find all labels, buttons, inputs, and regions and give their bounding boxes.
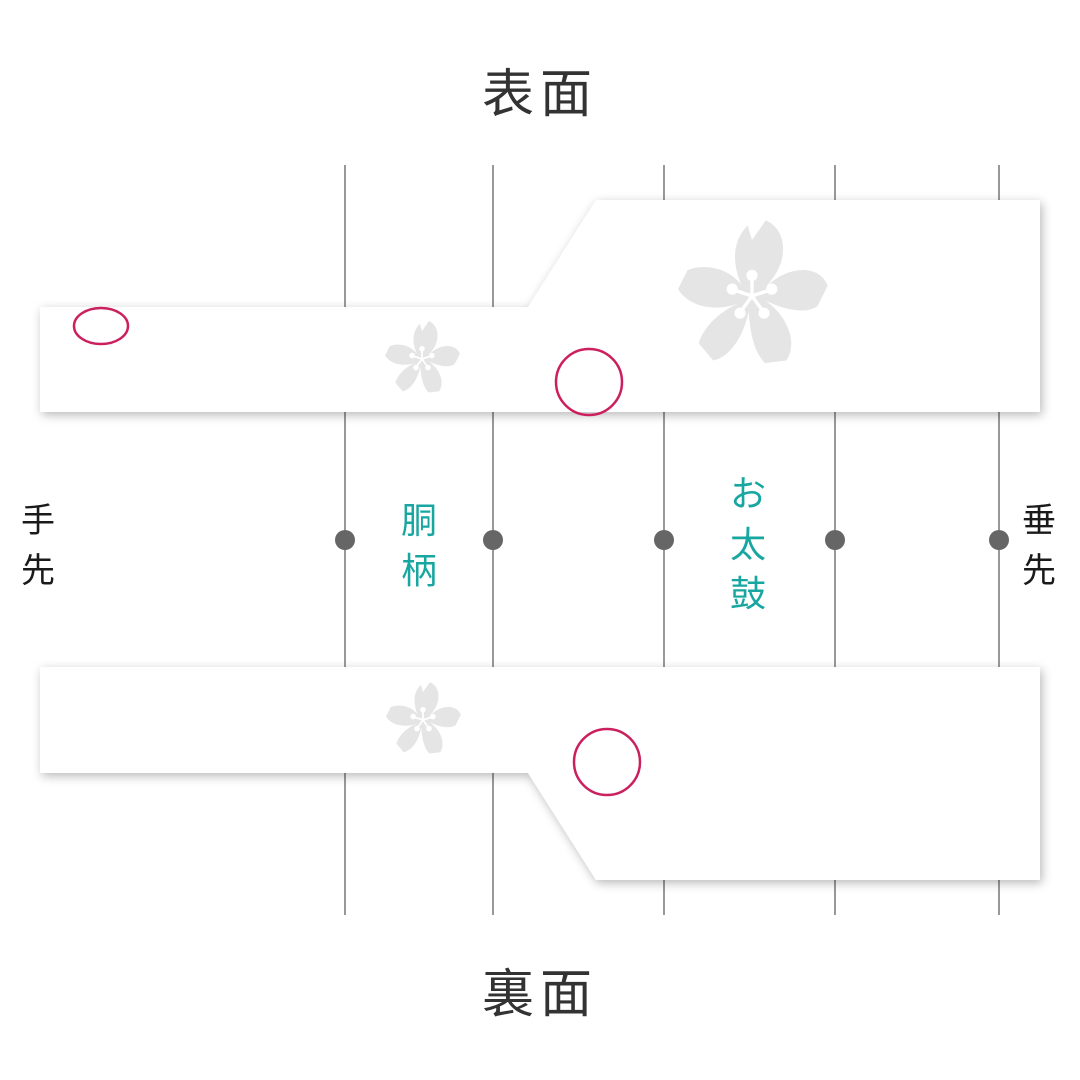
right-end-label-char: 先 bbox=[1022, 551, 1056, 591]
zone-taiko-label-char: 太 bbox=[730, 525, 766, 566]
front-panel-shape bbox=[40, 200, 1040, 412]
marker-ring bbox=[72, 306, 130, 346]
division-dots bbox=[335, 530, 1009, 550]
left-end-label-char: 手 bbox=[21, 501, 55, 541]
marker-ring bbox=[554, 347, 624, 417]
front-obi-panel bbox=[40, 200, 1040, 417]
marker-ring bbox=[572, 727, 642, 797]
left-end-label-char: 先 bbox=[21, 551, 55, 591]
division-dot bbox=[654, 530, 674, 550]
division-dot bbox=[989, 530, 1009, 550]
right-end-label-char: 垂 bbox=[1022, 501, 1056, 541]
zone-do-label-char: 胴 bbox=[401, 501, 437, 542]
zone-taiko-label-char: 鼓 bbox=[730, 574, 766, 615]
front-title: 表面 bbox=[482, 65, 598, 125]
division-dot bbox=[483, 530, 503, 550]
zone-do-label-char: 柄 bbox=[401, 551, 437, 592]
back-obi-panel bbox=[40, 667, 1040, 880]
back-title: 裏面 bbox=[482, 965, 598, 1025]
division-dot bbox=[335, 530, 355, 550]
zone-taiko-label-char: お bbox=[730, 474, 766, 515]
zone-do-label: 胴 柄 bbox=[401, 501, 437, 592]
zone-taiko-label: お 太 鼓 bbox=[730, 474, 766, 615]
back-panel-shape bbox=[40, 667, 1040, 880]
division-dot bbox=[825, 530, 845, 550]
